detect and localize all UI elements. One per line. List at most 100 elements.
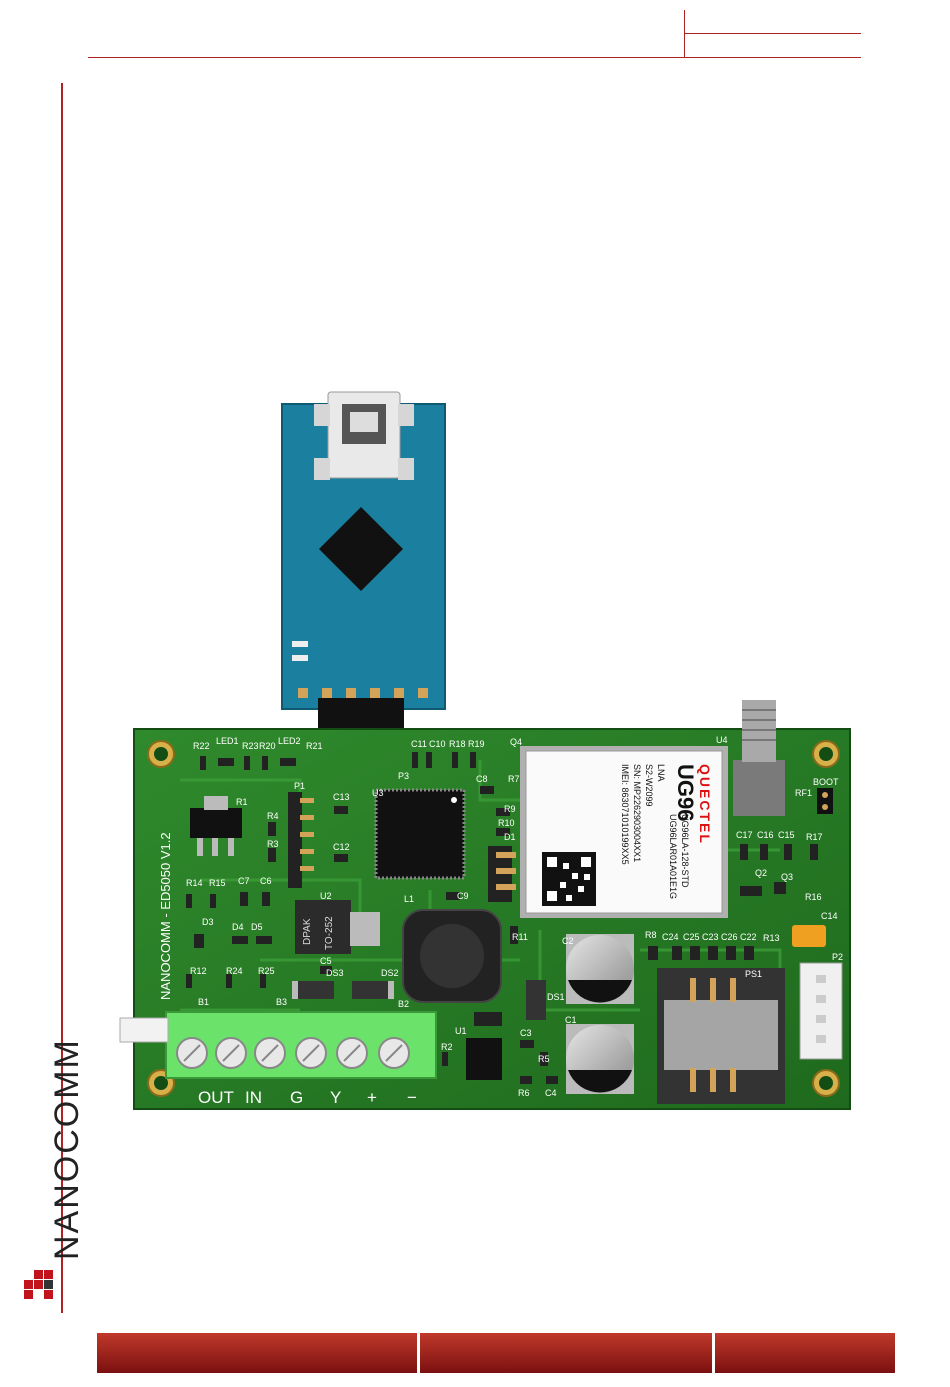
terminal-label: OUT [198, 1088, 234, 1107]
silk-label: L1 [404, 894, 414, 904]
silk-label: D3 [202, 917, 214, 927]
silk-label: P1 [294, 781, 305, 791]
logo-square [24, 1290, 33, 1299]
module-lna: LNA [656, 764, 666, 782]
logo-square [34, 1270, 43, 1279]
silk-label: C22 [740, 932, 757, 942]
footer-cell-left [97, 1333, 417, 1373]
silk-label: R13 [763, 933, 780, 943]
silk-label: C15 [778, 830, 795, 840]
silk-label: R2 [441, 1042, 453, 1052]
usb-connector-tab [398, 404, 414, 426]
silk-label: D5 [251, 922, 263, 932]
silk-label: R5 [538, 1054, 550, 1064]
silk-label: R19 [468, 739, 485, 749]
dpak-label: DPAK [302, 918, 313, 945]
silk-label: DS2 [381, 968, 399, 978]
silk-label: R18 [449, 739, 466, 749]
header-divider [684, 10, 685, 58]
silk-label: BOOT [813, 777, 839, 787]
silk-label: R25 [258, 966, 275, 976]
dpak-tab [350, 912, 380, 946]
module-variant: UG96LAR01A01E1G [668, 814, 678, 899]
terminal-label: − [407, 1088, 417, 1107]
silk-label: C26 [721, 932, 738, 942]
left-rule [61, 83, 63, 1313]
silk-label: C8 [476, 774, 488, 784]
regulator-tab [204, 796, 228, 810]
module-part: UG96LA-128-STD [680, 814, 690, 888]
silk-label: R23 [242, 741, 259, 751]
silk-label: R15 [209, 878, 226, 888]
smd-components [186, 752, 818, 1084]
silk-label: B2 [398, 999, 409, 1009]
silk-label: C11 [411, 739, 427, 749]
logo-square [44, 1280, 53, 1289]
diode-ds1 [526, 980, 546, 1020]
module-maker: QUECTEL [697, 764, 713, 845]
footer-cell-center [420, 1333, 712, 1373]
silk-label: C2 [562, 936, 574, 946]
header-rule [88, 57, 861, 58]
antenna-connector [733, 760, 785, 816]
silk-label: C13 [333, 792, 350, 802]
silk-label: P2 [832, 952, 843, 962]
silk-label: C9 [457, 891, 469, 901]
silk-label: R11 [512, 932, 528, 942]
usb-header-pin [298, 688, 308, 698]
usb-header-pin [370, 688, 380, 698]
terminal-plug [119, 1017, 169, 1043]
silk-label: D1 [504, 832, 516, 842]
silk-label: R16 [805, 892, 822, 902]
board-silkscreen-title: NANOCOMM - ED5050 V1.2 [158, 832, 173, 1000]
ic-u1 [466, 1038, 502, 1080]
usb-connector-tab [314, 458, 330, 480]
module-s2: S2-W2099 [644, 764, 654, 807]
boot-pads [817, 788, 833, 814]
silk-label: R9 [504, 804, 516, 814]
terminal-label: Y [330, 1088, 341, 1107]
terminal-label: + [367, 1088, 377, 1107]
silk-label: PS1 [745, 969, 762, 979]
silk-label: C12 [333, 842, 350, 852]
silk-label: U4 [716, 735, 728, 745]
usb-header-pin [322, 688, 332, 698]
silk-label: C17 [736, 830, 753, 840]
silk-label: C6 [260, 876, 272, 886]
silk-label: DS3 [326, 968, 344, 978]
module-sn: SN: MP2262903004XX1 [632, 764, 642, 862]
gsm-module-label: QUECTEL UG96 UG96LA-128-STD UG96LAR01A01… [620, 764, 713, 899]
silk-label: R24 [226, 966, 243, 976]
usb-pad [292, 641, 308, 647]
module-model: UG96 [673, 764, 698, 821]
silk-label: U1 [455, 1026, 467, 1036]
silk-label: R8 [645, 930, 657, 940]
pin-header-p1 [288, 792, 302, 888]
silk-label: R1 [236, 797, 248, 807]
silk-label: C1 [565, 1015, 577, 1025]
silk-label: U2 [320, 891, 332, 901]
silk-label: C3 [520, 1028, 532, 1038]
usb-chip [319, 507, 403, 591]
silk-label: P3 [398, 771, 409, 781]
silk-label: R6 [518, 1088, 530, 1098]
silk-label: C4 [545, 1088, 557, 1098]
silk-label: D4 [232, 922, 244, 932]
silk-label: R10 [498, 818, 515, 828]
silk-label: R22 [193, 741, 210, 751]
usb-port-inner [350, 412, 378, 432]
silk-label: LED2 [278, 736, 301, 746]
silk-label: R12 [190, 966, 207, 976]
usb-header-pin [394, 688, 404, 698]
silk-label: R7 [508, 774, 520, 784]
silk-label: R20 [259, 741, 276, 751]
silk-label: Q2 [755, 868, 767, 878]
diode-ds3 [292, 981, 334, 999]
terminal-label: IN [245, 1088, 262, 1107]
silk-label: R21 [306, 741, 323, 751]
header-subrule [684, 33, 861, 34]
logo-square [34, 1280, 43, 1289]
terminal-label: G [290, 1088, 303, 1107]
diode-ds2 [352, 981, 394, 999]
module-imei: IMEI: 863071010199XX5 [620, 764, 630, 865]
